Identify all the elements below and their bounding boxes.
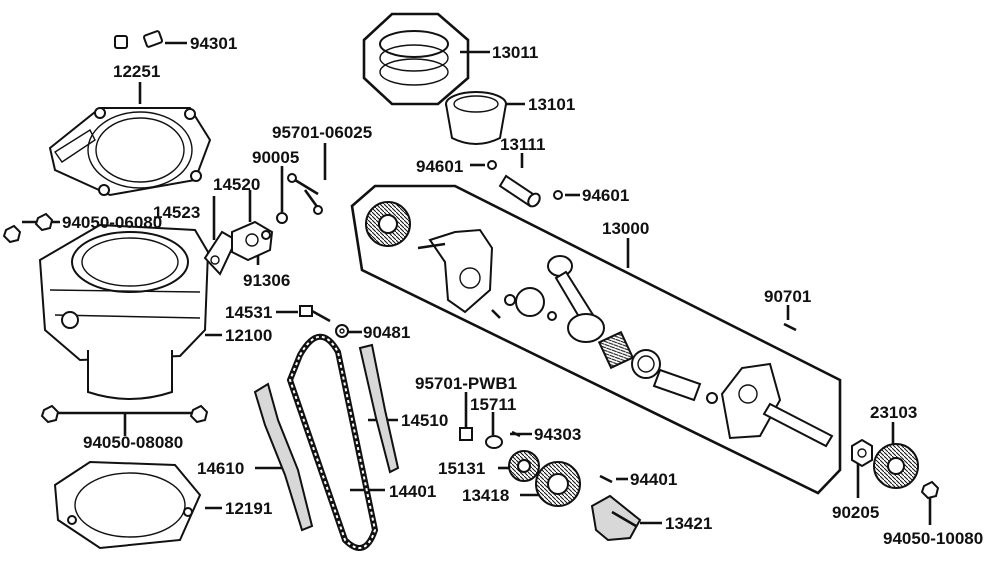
tensioner-body-icon: [231, 220, 274, 262]
idler-gear-icon: [508, 450, 540, 482]
pin-icon: [511, 430, 521, 438]
part-label-13418: 13418: [462, 486, 509, 505]
part-label-94050-08080: 94050-08080: [83, 433, 183, 452]
piston-rings-icon: [379, 30, 449, 86]
part-label-14520: 14520: [213, 175, 260, 194]
washer-icon: [335, 324, 349, 338]
part-label-14610: 14610: [197, 459, 244, 478]
leader-lines: [22, 41, 932, 525]
bolt-icon: [2, 212, 54, 244]
part-label-95701-PWB1: 95701-PWB1: [415, 374, 517, 393]
primary-gear-bolt-icon: [920, 480, 940, 500]
crank-nut-icon: [851, 438, 873, 468]
tensioner-guide-icon: [358, 343, 400, 474]
head-gasket-icon: [48, 107, 212, 197]
part-label-13000: 13000: [602, 219, 649, 238]
balancer-shaft-icon: [590, 494, 642, 542]
part-label-94601-right: 94601: [582, 186, 629, 205]
crank-half-right-icon: [720, 362, 834, 448]
dowel-pin-icon: [114, 30, 164, 49]
part-label-13111: 13111: [500, 135, 545, 154]
crank-half-left-icon: [417, 228, 494, 314]
part-label-13101: 13101: [528, 95, 575, 114]
part-label-12100: 12100: [225, 326, 272, 345]
part-label-14401: 14401: [389, 482, 436, 501]
part-label-94601-left: 94601: [416, 157, 463, 176]
crankshaft-gear-icon: [365, 201, 411, 247]
thrust-washer-icon: [631, 349, 661, 379]
idler-bolt-icon: [459, 427, 473, 441]
part-label-14531: 14531: [225, 303, 272, 322]
part-label-94050-10080: 94050-10080: [883, 529, 983, 548]
part-label-91306: 91306: [243, 271, 290, 290]
part-label-90205: 90205: [832, 503, 879, 522]
chain-guide-icon: [253, 382, 314, 532]
part-label-90005: 90005: [252, 148, 299, 167]
part-label-94050-06080: 94050-06080: [62, 213, 162, 232]
part-label-23103: 23103: [870, 403, 917, 422]
circlip-icon-left: [487, 160, 497, 170]
cylinder-icon: [38, 223, 210, 400]
part-label-90701: 90701: [764, 287, 811, 306]
part-label-12191: 12191: [225, 499, 272, 518]
idler-washer-icon: [485, 435, 503, 449]
part-label-13011: 13011: [492, 43, 538, 62]
connecting-rod-icon: [547, 255, 605, 343]
oring-icon: [261, 212, 288, 240]
part-label-95701-06025: 95701-06025: [272, 123, 372, 142]
balancer-gear-icon: [535, 461, 581, 507]
part-label-12251: 12251: [113, 62, 160, 81]
part-label-14510: 14510: [401, 411, 448, 430]
timing-chain-icon: [286, 333, 379, 551]
piston-icon: [445, 91, 507, 145]
part-label-94401: 94401: [630, 470, 677, 489]
part-label-90481: 90481: [363, 323, 410, 342]
part-number-labels: 94301 12251 94050-06080 14523 14520 9000…: [62, 34, 983, 548]
crankpin-icon: [652, 368, 718, 404]
part-label-13421: 13421: [665, 514, 712, 533]
part-label-15711: 15711: [470, 395, 516, 414]
key-icon: [599, 474, 613, 484]
crankshaft-assembly-outline: [350, 184, 842, 495]
crank-small-parts-icon: [491, 287, 557, 321]
pivot-bolt-icon: [299, 305, 331, 323]
piston-pin-icon: [498, 174, 541, 208]
woodruff-key-icon: [783, 322, 797, 332]
part-label-94301: 94301: [190, 34, 237, 53]
circlip-icon-right: [553, 190, 563, 200]
primary-gear-icon: [873, 443, 919, 489]
base-gasket-icon: [53, 460, 202, 550]
needle-bearing-icon: [597, 330, 635, 370]
part-label-94303: 94303: [534, 425, 581, 444]
part-label-14523: 14523: [153, 203, 200, 222]
stud-icon: [40, 404, 209, 424]
part-label-15131: 15131: [438, 459, 485, 478]
piston-ring-octagon: [362, 12, 470, 106]
flange-bolt-icon: [287, 173, 323, 215]
